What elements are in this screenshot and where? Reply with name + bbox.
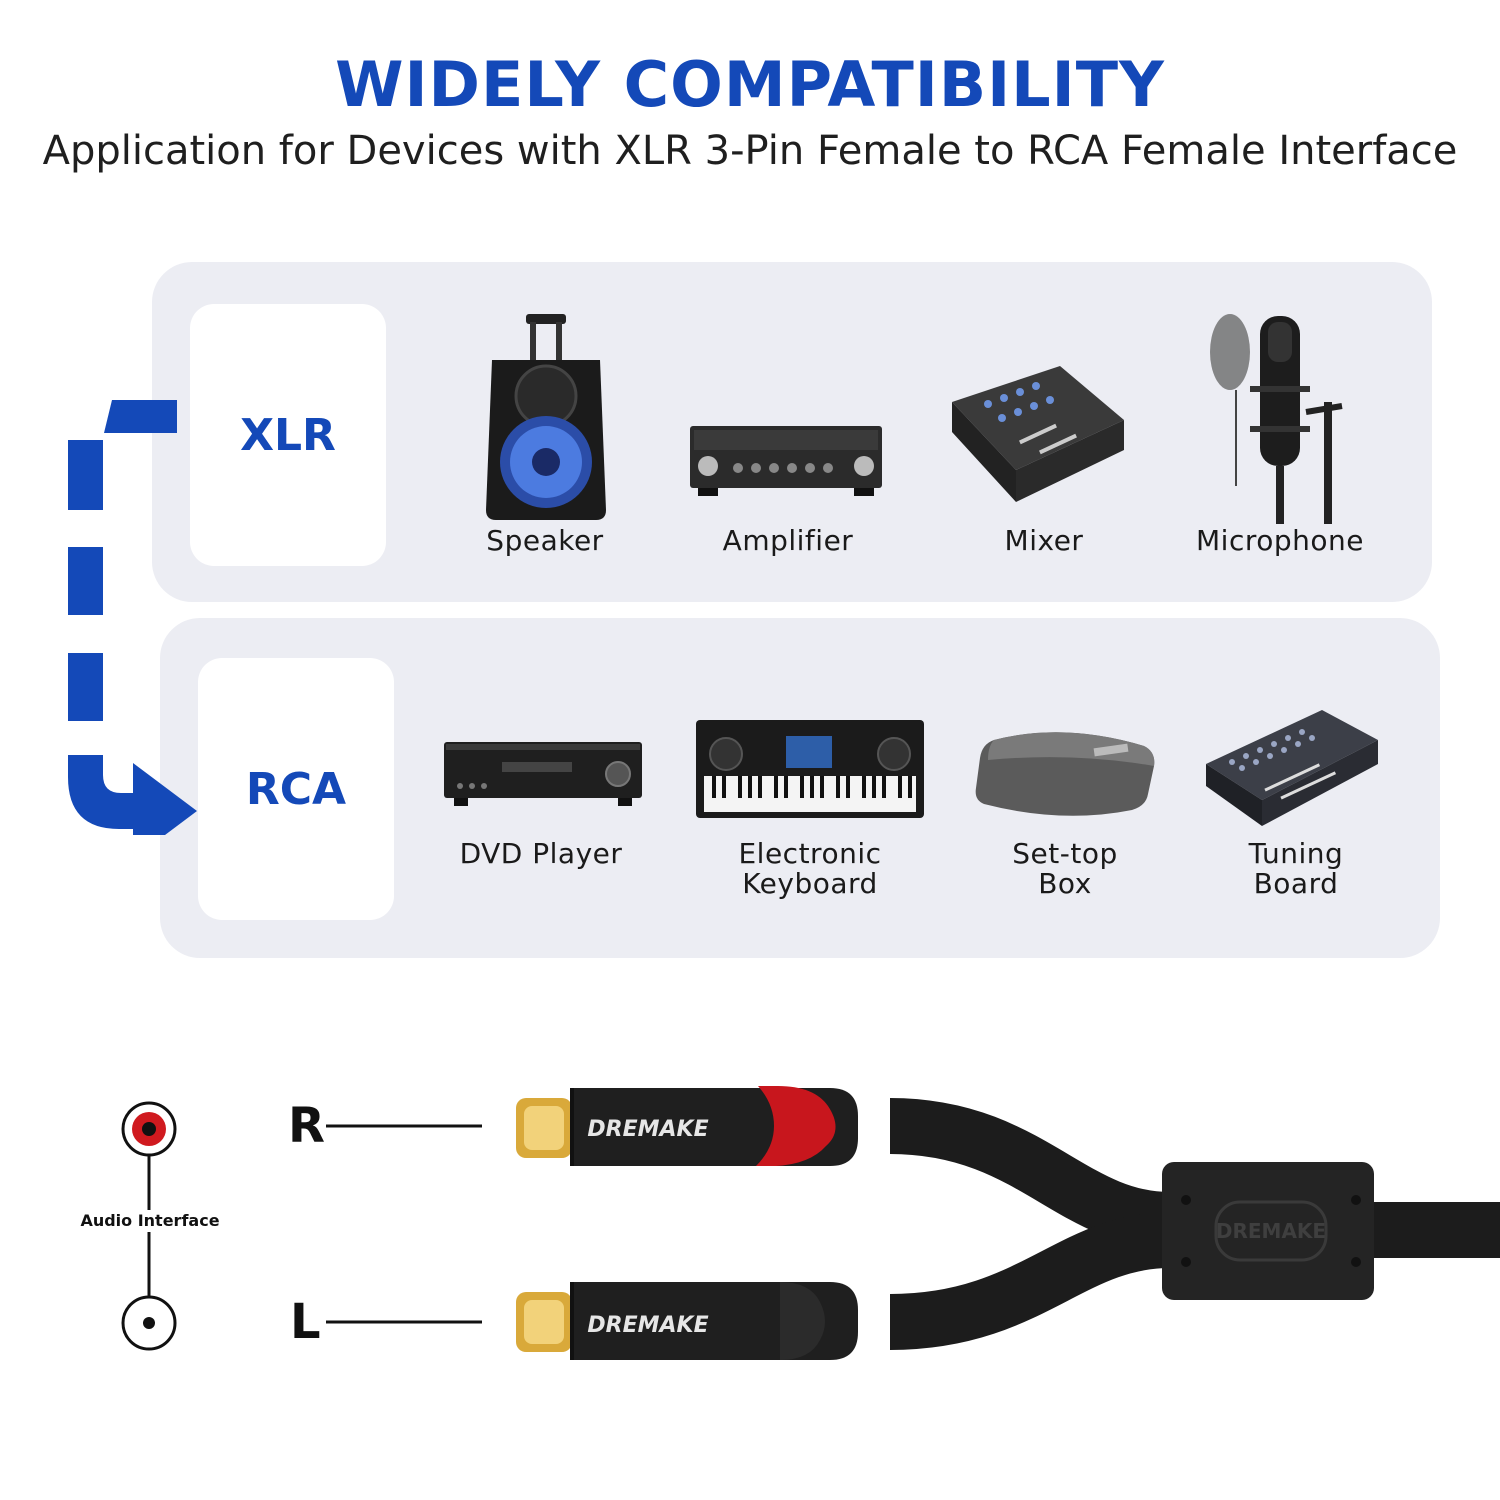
- left-channel-label: L: [290, 1294, 321, 1350]
- microphone-label: Microphone: [1196, 524, 1364, 557]
- dvd-player-icon: [444, 742, 642, 806]
- tuning-board-icon: [1206, 710, 1378, 826]
- xlr-label-box: XLR: [190, 304, 386, 566]
- speaker-icon: [486, 314, 606, 520]
- rca-cable-image: DREMAKE DREMAKE DREMAKE: [516, 1086, 1500, 1360]
- tuning-board-label: Tuning Board: [1176, 839, 1416, 899]
- right-channel-label: R: [288, 1098, 325, 1154]
- microphone-icon: [1210, 314, 1343, 524]
- page-subtitle: Application for Devices with XLR 3-Pin F…: [42, 128, 1458, 174]
- splitter-brand: DREMAKE: [1216, 1219, 1326, 1243]
- tuning-board-label-line1: Tuning: [1248, 837, 1344, 870]
- dashed-arrow-icon: [68, 400, 197, 835]
- speaker-label: Speaker: [486, 524, 604, 557]
- xlr-label: XLR: [240, 409, 336, 461]
- keyboard-icon: [696, 720, 924, 818]
- keyboard-label: Electronic Keyboard: [690, 839, 930, 899]
- set-top-box-label-line1: Set-top: [1012, 837, 1118, 870]
- set-top-box-icon: [975, 732, 1155, 816]
- page-title: WIDELY COMPATIBILITY: [335, 48, 1165, 121]
- keyboard-label-line2: Keyboard: [742, 867, 878, 900]
- tuning-board-label-line2: Board: [1253, 867, 1339, 900]
- right-connector-brand: DREMAKE: [587, 1117, 708, 1142]
- mixer-icon: [952, 366, 1124, 502]
- set-top-box-label-line2: Box: [1038, 867, 1092, 900]
- amplifier-label: Amplifier: [722, 524, 854, 557]
- rca-label-box: RCA: [198, 658, 394, 920]
- mixer-label: Mixer: [1004, 524, 1084, 557]
- amplifier-icon: [690, 426, 882, 496]
- audio-interface-label: Audio Interface: [70, 1210, 230, 1232]
- rca-label: RCA: [245, 763, 347, 815]
- keyboard-label-line1: Electronic: [738, 837, 882, 870]
- audio-interface-diagram: [121, 1101, 177, 1351]
- channel-lines: [326, 1124, 482, 1324]
- set-top-box-label: Set-top Box: [945, 839, 1185, 899]
- dvd-player-label: DVD Player: [459, 837, 623, 870]
- left-connector-brand: DREMAKE: [587, 1313, 708, 1338]
